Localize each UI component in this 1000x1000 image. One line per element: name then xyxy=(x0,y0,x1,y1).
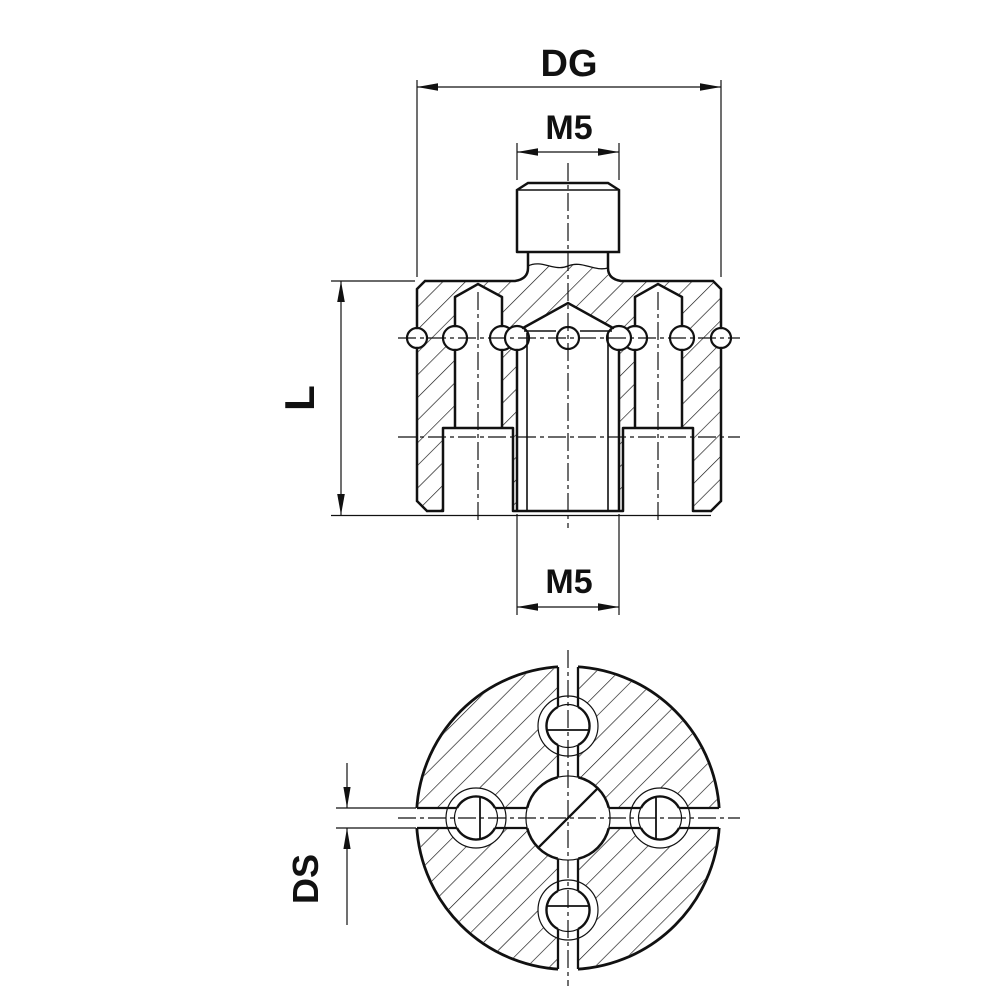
section-hatch-area xyxy=(417,263,721,511)
satellite-holes-bold xyxy=(455,705,681,931)
dimension-l: L xyxy=(276,280,711,517)
arrowhead-top xyxy=(343,787,351,808)
dimension-label-dg: DG xyxy=(541,43,598,85)
dimension-ds: DS xyxy=(285,763,416,925)
arrowhead-left xyxy=(517,603,538,611)
dimension-dg: DG xyxy=(416,43,722,277)
dimension-label-m5-bottom: M5 xyxy=(545,563,592,601)
bottom-view-centerlines xyxy=(398,650,740,986)
front-section-view: DG M5 L M5 xyxy=(276,43,740,615)
front-view-centerlines xyxy=(398,163,740,528)
dimension-m5-top: M5 xyxy=(516,109,620,180)
arrowhead-left xyxy=(417,83,438,91)
arrowhead-top xyxy=(337,281,345,302)
arrowhead-right xyxy=(598,148,619,156)
dimension-label-m5-top: M5 xyxy=(545,109,592,147)
slot-walls xyxy=(417,667,719,969)
arrowhead-bottom xyxy=(343,828,351,849)
arrowhead-bottom xyxy=(337,494,345,515)
arrowhead-right xyxy=(700,83,721,91)
thread-detail-lines xyxy=(517,189,619,511)
dimension-label-ds: DS xyxy=(285,854,326,904)
bottom-view: DS xyxy=(285,650,740,986)
arrowhead-left xyxy=(517,148,538,156)
arrowhead-right xyxy=(598,603,619,611)
dimension-m5-bottom: M5 xyxy=(516,514,620,615)
dimension-label-l: L xyxy=(276,385,323,411)
